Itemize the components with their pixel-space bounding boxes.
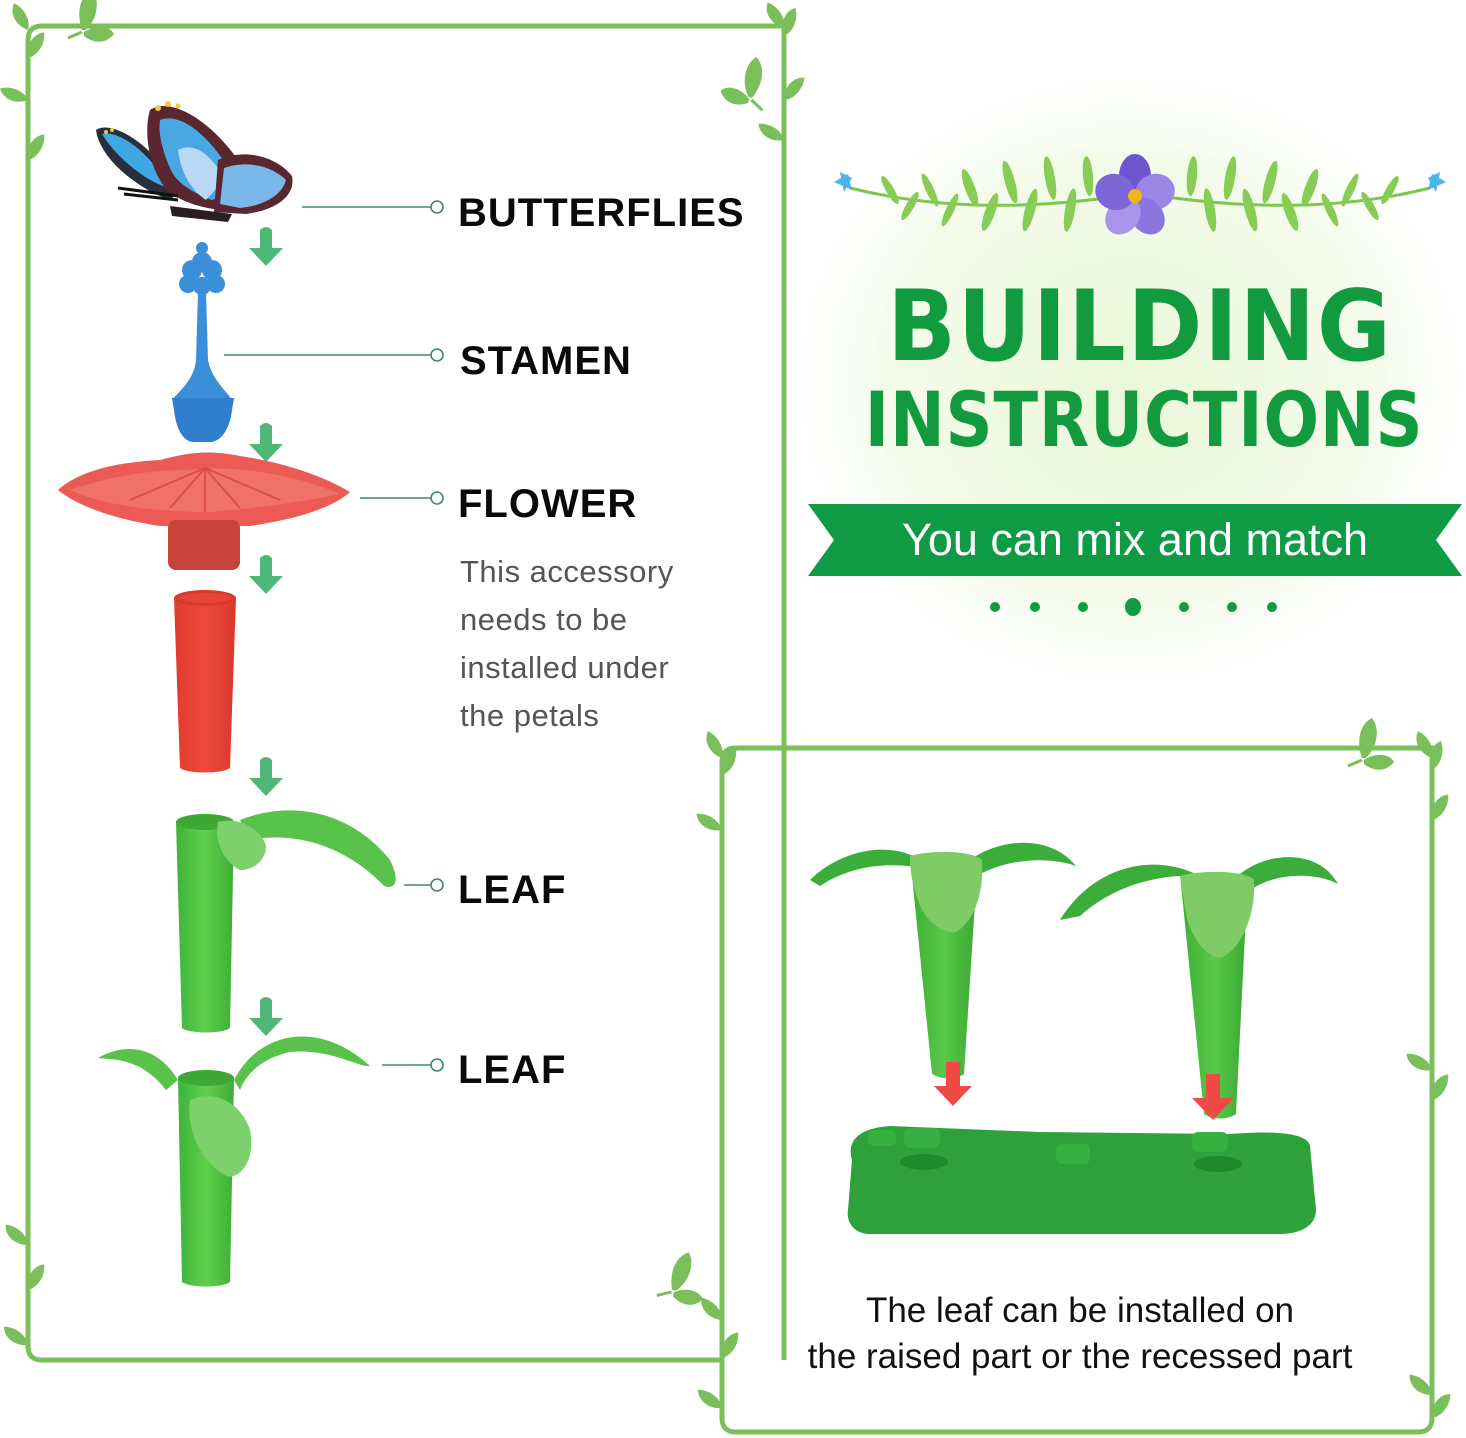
base-platform-icon (847, 1126, 1316, 1234)
leaf-stem-recessed-icon (1060, 857, 1338, 1119)
leaf-stem-icon (176, 810, 396, 1033)
base-caption: The leaf can be installed on the raised … (807, 1291, 1353, 1376)
blue-bud-icon (834, 172, 852, 192)
pagination-dots[interactable] (980, 594, 1290, 622)
label-leaf: LEAF (458, 868, 567, 912)
fern-flower-garland (834, 154, 1446, 235)
double-leaf-stem-icon (98, 1036, 370, 1287)
banner-text: You can mix and match (901, 514, 1369, 565)
label-leaf-double: LEAF (458, 1048, 567, 1092)
down-arrow-icon (249, 227, 283, 266)
label-stamen: STAMEN (460, 339, 632, 383)
connector-lines (224, 200, 444, 1072)
butterfly-icon (96, 101, 293, 222)
banner-ribbon (808, 504, 1462, 576)
title-building: BUILDING (887, 270, 1393, 384)
leaf-stem-raised-icon (810, 842, 1076, 1079)
red-tube-icon (174, 590, 236, 773)
purple-flower-icon (1095, 154, 1175, 235)
flower-icon (58, 452, 350, 570)
title-instructions: INSTRUCTIONS (864, 375, 1424, 464)
base-installation-illustration (810, 842, 1338, 1234)
red-down-arrow-icon (934, 1062, 1234, 1120)
label-butterflies: BUTTERFLIES (458, 191, 745, 235)
flower-note: This accessory needs to be installed und… (460, 554, 674, 733)
label-flower: FLOWER (458, 482, 638, 526)
stamen-icon (172, 242, 234, 442)
